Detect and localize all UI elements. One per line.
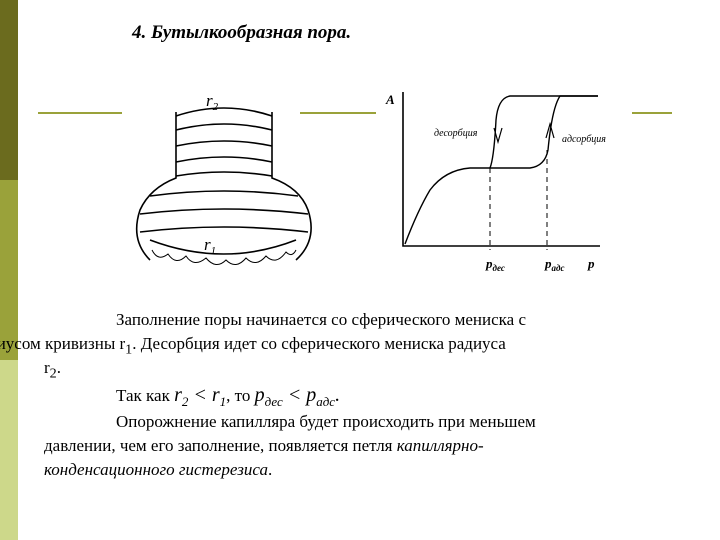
- neck-line: [175, 123, 273, 131]
- side-band-middle: [0, 180, 18, 360]
- label-r2: r2: [206, 91, 219, 113]
- label-r1: r1: [204, 235, 216, 257]
- paragraph-line: . Десорбция идет со сферического мениска…: [132, 334, 506, 353]
- adsorption-curve: [404, 95, 598, 245]
- arrow-down-icon: [493, 127, 503, 145]
- label-adsorption: адсорбция: [562, 134, 606, 145]
- paragraph-line: Заполнение поры начинается со сферическо…: [116, 310, 527, 329]
- body-line: [139, 226, 309, 233]
- paragraph-line: давлении, чем его заполнение, появляется…: [44, 436, 484, 455]
- label-desorption: десорбция: [434, 128, 478, 139]
- paragraph-line: конденсационного гистерезиса.: [44, 460, 273, 479]
- bottle-pore-diagram: [135, 107, 312, 265]
- neck-line: [175, 140, 273, 147]
- arrow-up-icon: [545, 121, 555, 139]
- divider-left: [38, 112, 122, 114]
- period: .: [56, 358, 61, 377]
- side-band-bottom: [0, 360, 18, 540]
- label-p-ads: pадс: [544, 256, 564, 273]
- body-line: [139, 208, 309, 215]
- divider-center: [300, 112, 376, 114]
- graph-axes: [402, 92, 600, 247]
- formula-radius: r2 < r1: [174, 384, 227, 409]
- label-axis-a: A: [385, 92, 395, 107]
- text-r: r: [44, 358, 50, 377]
- paragraph-condition: Так как r2 < r1, то pдес < pадс.: [44, 383, 676, 414]
- condition-prefix: Так как: [116, 386, 175, 405]
- subscript: 2: [49, 365, 57, 382]
- label-axis-p: p: [587, 256, 595, 271]
- meniscus-hatching: [151, 249, 297, 265]
- pore-wall-left: [135, 112, 177, 261]
- neck-line: [175, 171, 273, 177]
- neck-line: [175, 156, 273, 163]
- paragraph-line: радиусом кривизны r: [0, 334, 126, 353]
- divider-right: [632, 112, 672, 114]
- subscript: 1: [125, 341, 133, 358]
- paragraph-line: Опорожнение капилляра будет происходить …: [116, 412, 536, 431]
- figure: r2 r1 A десорбция адсорбция pдес pадс p: [135, 91, 606, 273]
- slide-title: 4. Бутылкообразная пора.: [132, 22, 352, 43]
- desorption-curve: [489, 95, 598, 169]
- hysteresis-graph: [402, 92, 600, 250]
- paragraph-r2: r2.: [44, 356, 676, 385]
- label-p-des: pдес: [485, 256, 505, 273]
- body-line: [149, 190, 299, 197]
- meniscus-bottom: [149, 239, 297, 255]
- meniscus-top: [175, 107, 273, 117]
- pore-wall-right: [271, 112, 312, 261]
- paragraph-filling: Заполнение поры начинается со сферическо…: [0, 308, 676, 361]
- condition-middle: , то: [226, 386, 255, 405]
- formula-pressure: pдес < pадс.: [254, 384, 341, 409]
- paragraph-hysteresis: Опорожнение капилляра будет происходить …: [44, 410, 676, 482]
- side-band-top: [0, 0, 18, 180]
